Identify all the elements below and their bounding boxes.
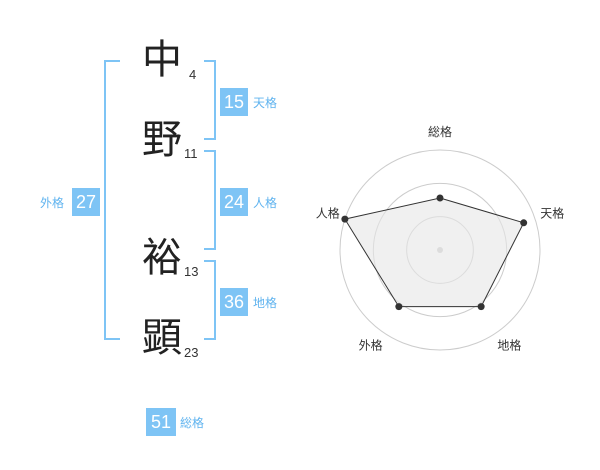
name-char-1: 中 <box>142 37 182 83</box>
gaikaku-bracket <box>104 60 120 340</box>
radar-polygon <box>344 197 525 308</box>
chikaku-bracket <box>204 260 216 340</box>
radar-axis-label-2: 天格 <box>540 206 564 221</box>
tenkaku-label: 天格 <box>253 96 278 110</box>
jinkaku-label: 人格 <box>253 196 278 210</box>
radar-point-5 <box>341 215 349 223</box>
radar-axis-label-1: 総格 <box>428 124 452 139</box>
chikaku-value: 36 <box>220 288 248 316</box>
stroke-count-4: 23 <box>184 345 199 360</box>
tenkaku-bracket <box>204 60 216 140</box>
radar-grid-ring <box>339 149 541 351</box>
name-char-2: 野 <box>142 117 182 163</box>
chikaku-label: 地格 <box>253 296 278 310</box>
name-char-4: 顕 <box>142 315 182 361</box>
radar-point-4 <box>395 303 403 311</box>
radar-point-2 <box>520 219 528 227</box>
stroke-count-1: 4 <box>189 67 197 82</box>
gaikaku-value: 27 <box>72 188 100 216</box>
soukaku-label: 総格 <box>180 416 205 430</box>
soukaku-value: 51 <box>146 408 176 436</box>
gaikaku-label: 外格 <box>40 196 65 210</box>
radar-axis-label-4: 外格 <box>359 337 383 352</box>
tenkaku-value: 15 <box>220 88 248 116</box>
stroke-count-3: 13 <box>184 264 199 279</box>
name-char-3: 裕 <box>142 235 182 281</box>
jinkaku-value: 24 <box>220 188 248 216</box>
radar-point-1 <box>436 194 444 202</box>
jinkaku-bracket <box>204 150 216 250</box>
stroke-count-2: 11 <box>184 146 198 161</box>
radar-axis-label-3: 地格 <box>497 337 521 352</box>
radar-axis-label-5: 人格 <box>316 206 340 221</box>
radar-point-3 <box>477 303 485 311</box>
